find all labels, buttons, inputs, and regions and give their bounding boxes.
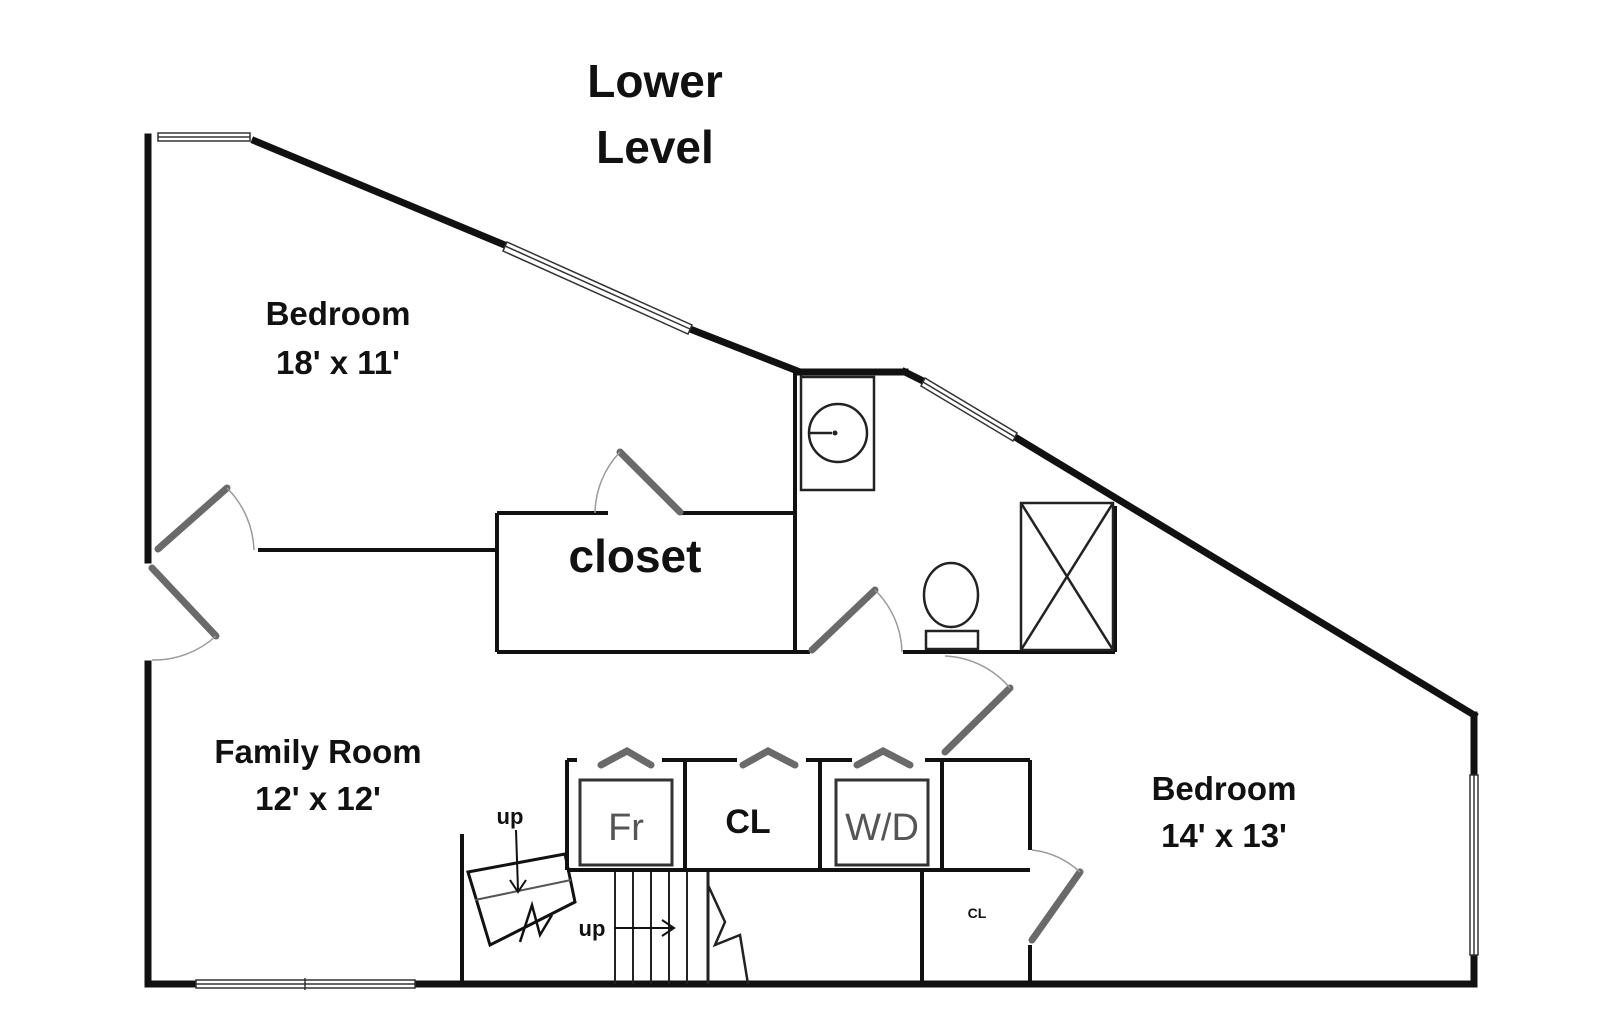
stairs-up-label-2: up [579,916,606,941]
door-fridge [597,746,655,769]
window-right-wall [1469,774,1479,956]
sliding-door-bottom [195,978,416,990]
door-cl-closet [1028,849,1084,944]
utility-closet-label: CL [725,803,770,841]
stairs-up-label-1: up [497,804,524,829]
window-top-left [157,132,251,142]
washer-dryer-label: W/D [845,807,919,849]
fridge-label: Fr [608,807,644,849]
cl-closet-label: CL [968,905,987,921]
window-bath [920,376,1018,443]
plan-title-line2: Level [596,121,714,173]
door-bath [808,586,903,654]
fridge-box [578,778,674,867]
up-arrow-icon-2 [614,919,676,937]
bedroom-1-name: Bedroom [266,295,411,332]
washer-dryer-box [834,778,930,867]
door-bedroom-1 [154,484,255,553]
sink-icon [799,375,876,492]
door-exterior-left [148,564,220,661]
closet-label: closet [569,530,702,582]
stairs-lower [466,852,577,948]
plan-title-line1: Lower [587,55,723,107]
exterior-walls [144,133,1479,988]
toilet-icon [922,561,980,651]
family-room-dims: 12' x 12' [255,780,381,817]
family-room-name: Family Room [214,733,421,770]
door-utility-closet [739,747,799,769]
door-closet [594,448,684,516]
up-arrow-icon-1 [509,829,527,894]
window-top-diagonal [502,241,693,335]
door-bedroom-2 [941,655,1014,756]
door-washer-dryer [853,747,914,769]
bedroom-1-dims: 18' x 11' [276,344,400,381]
bedroom-2-name: Bedroom [1152,770,1297,807]
interior-walls [258,372,1117,984]
bedroom-2-dims: 14' x 13' [1161,817,1287,854]
shower-icon [1019,501,1115,652]
